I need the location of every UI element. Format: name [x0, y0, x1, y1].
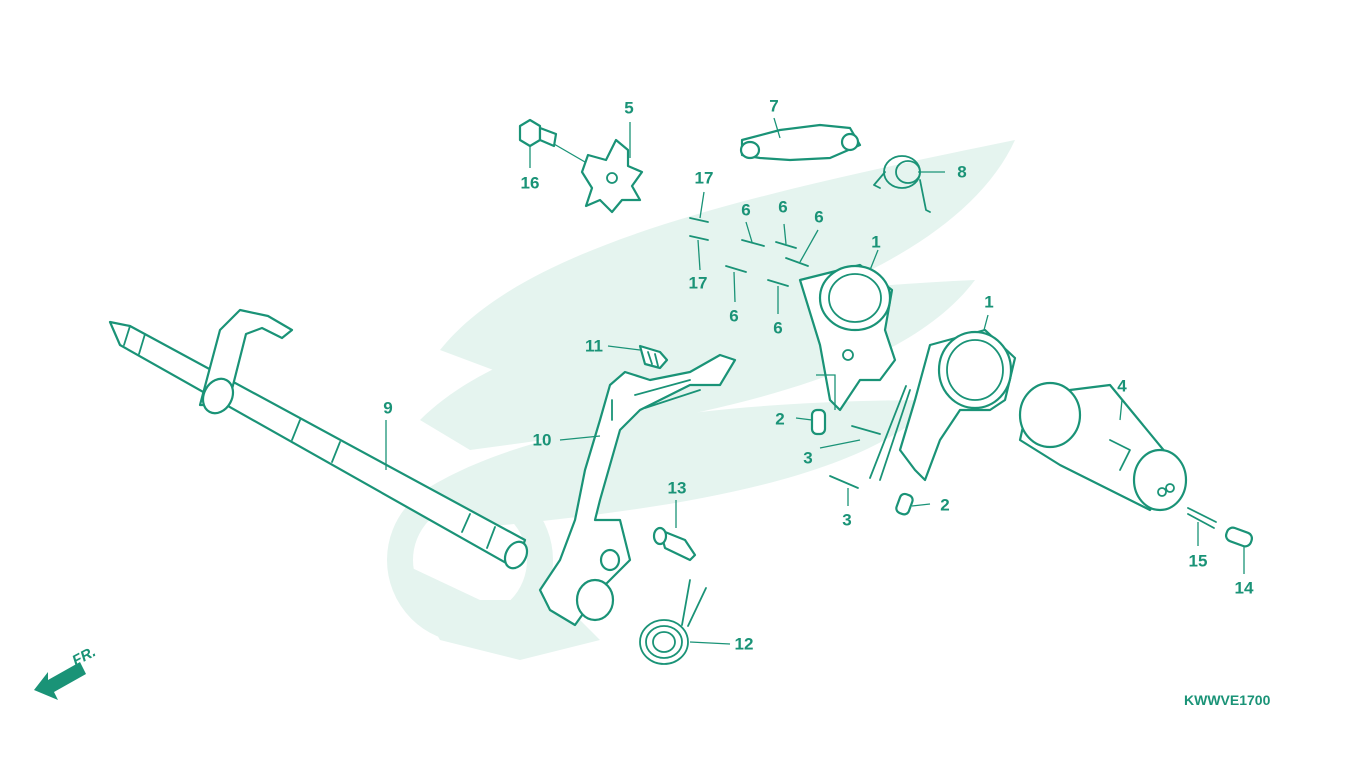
bolt-16 [518, 118, 586, 163]
callout-5: 5 [624, 98, 634, 118]
callout-14: 14 [1234, 578, 1254, 598]
shift-fork-1-lower [869, 328, 1017, 482]
shift-fork-1-upper [798, 263, 897, 412]
gearshift-spindle-9 [108, 308, 529, 570]
callout-6: 6 [773, 318, 783, 338]
return-spring-12 [639, 579, 707, 665]
callout-3: 3 [842, 510, 852, 530]
callout-2: 2 [775, 409, 785, 429]
front-direction-arrow-icon [34, 662, 86, 700]
callout-4: 4 [1117, 376, 1127, 396]
callout-1: 1 [871, 232, 881, 252]
callout-2: 2 [940, 495, 950, 515]
watermark-logo [387, 140, 1015, 660]
callout-3: 3 [803, 448, 813, 468]
callout-16: 16 [520, 173, 540, 193]
callout-6: 6 [778, 197, 788, 217]
callout-10: 10 [532, 430, 552, 450]
diagram-code: KWWVE1700 [1184, 692, 1271, 708]
callout-9: 9 [383, 398, 393, 418]
callout-6: 6 [814, 207, 824, 227]
shift-drum-4 [1018, 381, 1188, 512]
cap-14 [1224, 526, 1254, 548]
leader-lines [385, 117, 1245, 645]
callout-17: 17 [688, 273, 708, 293]
dowel-pins-17 [689, 217, 709, 241]
cotter-pins-3 [829, 425, 881, 489]
drum-shifter-10 [538, 353, 737, 627]
stopper-arm-7 [739, 123, 862, 162]
callout-1: 1 [984, 292, 994, 312]
callout-8: 8 [957, 162, 967, 182]
callout-11: 11 [585, 336, 603, 356]
spring-15 [1187, 507, 1217, 529]
callout-7: 7 [769, 96, 779, 116]
callout-6: 6 [729, 306, 739, 326]
fork-rollers-2 [810, 408, 914, 516]
callout-12: 12 [734, 634, 754, 654]
callout-15: 15 [1188, 551, 1208, 571]
stud-bolt-13 [652, 526, 697, 562]
callout-13: 13 [667, 478, 687, 498]
stopper-plate-5 [580, 138, 644, 214]
callout-6: 6 [741, 200, 751, 220]
guide-pins-6 [725, 239, 809, 287]
pin-11 [638, 344, 669, 370]
callout-17: 17 [694, 168, 714, 188]
